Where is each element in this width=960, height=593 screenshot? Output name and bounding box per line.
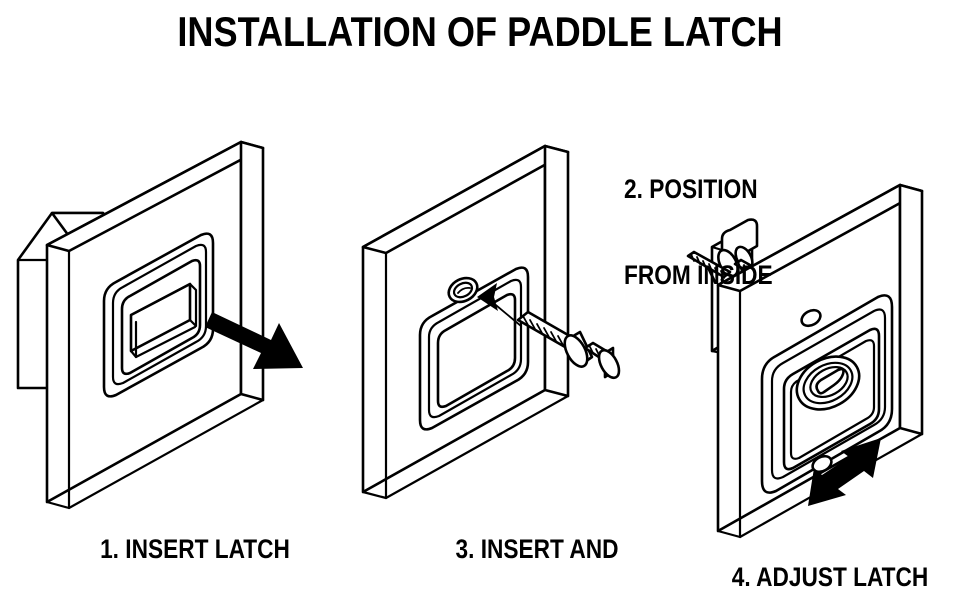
lock-cylinder (795, 355, 861, 411)
page-title: INSTALLATION OF PADDLE LATCH (177, 8, 783, 55)
caption-step-4: 4. ADJUST LATCH ALIGNMENT (721, 506, 939, 593)
caption-step-4-line-1: 4. ADJUST LATCH (731, 562, 929, 593)
panel-1-insert-latch (16, 140, 303, 510)
bolt-hole-2 (447, 276, 479, 304)
insert-direction-arrow (205, 312, 303, 369)
bolt-hole-upper (800, 308, 822, 328)
paddle-handle-1 (129, 282, 198, 359)
bolt-hole-lower (811, 454, 833, 474)
adjustment-arrow (808, 438, 881, 506)
caption-step-1: 1. INSERT LATCH FROM OUTSIDE (56, 478, 333, 593)
caption-step-3: 3. INSERT AND TIGHTEN BOLTS (415, 478, 659, 593)
keyway-slot (815, 367, 845, 395)
caption-step-2-line-1: 2. POSITION (624, 174, 758, 205)
bolt-washer (563, 330, 594, 368)
panel-2-insert-bolts (361, 144, 621, 500)
bolt-hole-leader-arrow (477, 283, 522, 327)
caption-step-2-line-2: FROM INSIDE (624, 260, 773, 291)
bolt-head (597, 346, 621, 380)
caption-step-1-line-1: 1. INSERT LATCH (100, 534, 290, 565)
recessed-pocket-2 (418, 266, 530, 431)
threaded-bolt (516, 310, 621, 380)
caption-step-3-line-1: 3. INSERT AND (455, 534, 619, 565)
panel-3-adjust-alignment (686, 183, 924, 539)
caption-step-2: 2. POSITION FROM INSIDE (624, 118, 859, 347)
